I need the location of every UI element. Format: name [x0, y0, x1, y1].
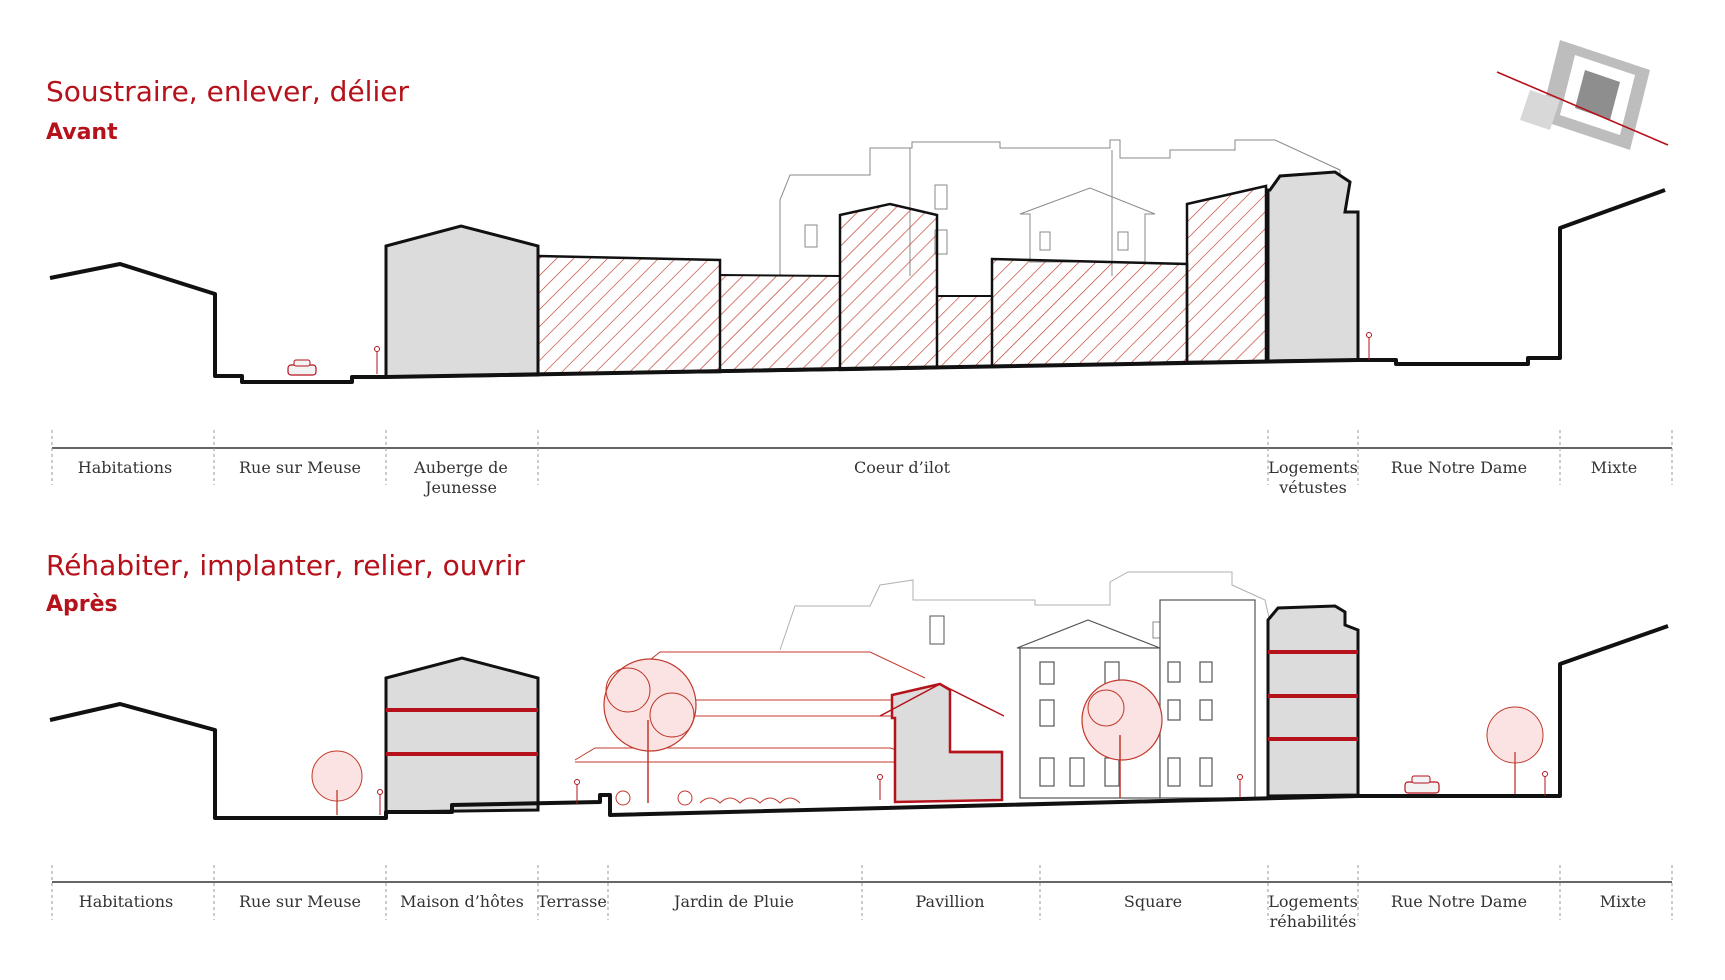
zone-label-apres: Rue Notre Dame — [1390, 892, 1528, 911]
maison-dhotes-apres — [384, 656, 540, 814]
ground-profile-apres — [49, 624, 1669, 820]
zone-label-apres: Square — [1123, 892, 1183, 911]
zone-label-apres: Terrasse — [537, 892, 607, 911]
zone-band-avant — [51, 430, 1673, 485]
zone-label-apres: Mixte — [1599, 892, 1647, 911]
zone-label-apres: Maison d’hôtes — [400, 892, 524, 911]
section-title-apres: Réhabiter, implanter, relier, ouvrir — [46, 549, 525, 582]
zone-label-apres: Habitations — [78, 892, 174, 911]
tree-rue-notre-dame — [1486, 706, 1544, 794]
zone-label-apres: Pavillion — [915, 892, 985, 911]
section-subtitle-avant: Avant — [46, 120, 118, 145]
zone-label-avant: Rue Notre Dame — [1390, 458, 1528, 477]
shrubs-apres — [615, 790, 801, 806]
tree-rue-sur-meuse — [311, 750, 363, 815]
logements-rehabilites-apres — [1266, 604, 1360, 798]
pedestrian-avant — [374, 332, 1372, 374]
section-title-avant: Soustraire, enlever, délier — [46, 75, 409, 108]
grey-buildings-avant — [384, 170, 1360, 379]
zone-label-avant: Rue sur Meuse — [239, 458, 361, 477]
pedestrians-apres — [377, 771, 1548, 815]
site-key-plan-icon — [1496, 40, 1669, 150]
ground-profile-avant — [49, 188, 1666, 384]
section-subtitle-apres: Après — [46, 592, 118, 617]
zone-label-apres: Jardin de Pluie — [674, 892, 794, 911]
zone-band-apres — [51, 865, 1673, 920]
zone-label-avant: Mixte — [1590, 458, 1638, 477]
hatched-demolished-buildings-avant — [536, 184, 1268, 376]
ghost-buildings-avant — [779, 139, 1341, 276]
tree-rain-garden — [603, 658, 697, 803]
tree-square — [1081, 679, 1163, 798]
car-apres — [1404, 775, 1440, 794]
zone-label-apres: Rue sur Meuse — [239, 892, 361, 911]
zone-label-apres: Logements réhabilités — [1268, 892, 1358, 931]
zone-label-avant: Coeur d’ilot — [853, 458, 951, 477]
zone-label-avant: Auberge de Jeunesse — [414, 458, 508, 497]
zone-label-avant: Logements vétustes — [1268, 458, 1358, 497]
zone-label-avant: Habitations — [77, 458, 173, 477]
pavillion-building-apres — [879, 682, 1005, 804]
car-avant — [287, 359, 317, 376]
